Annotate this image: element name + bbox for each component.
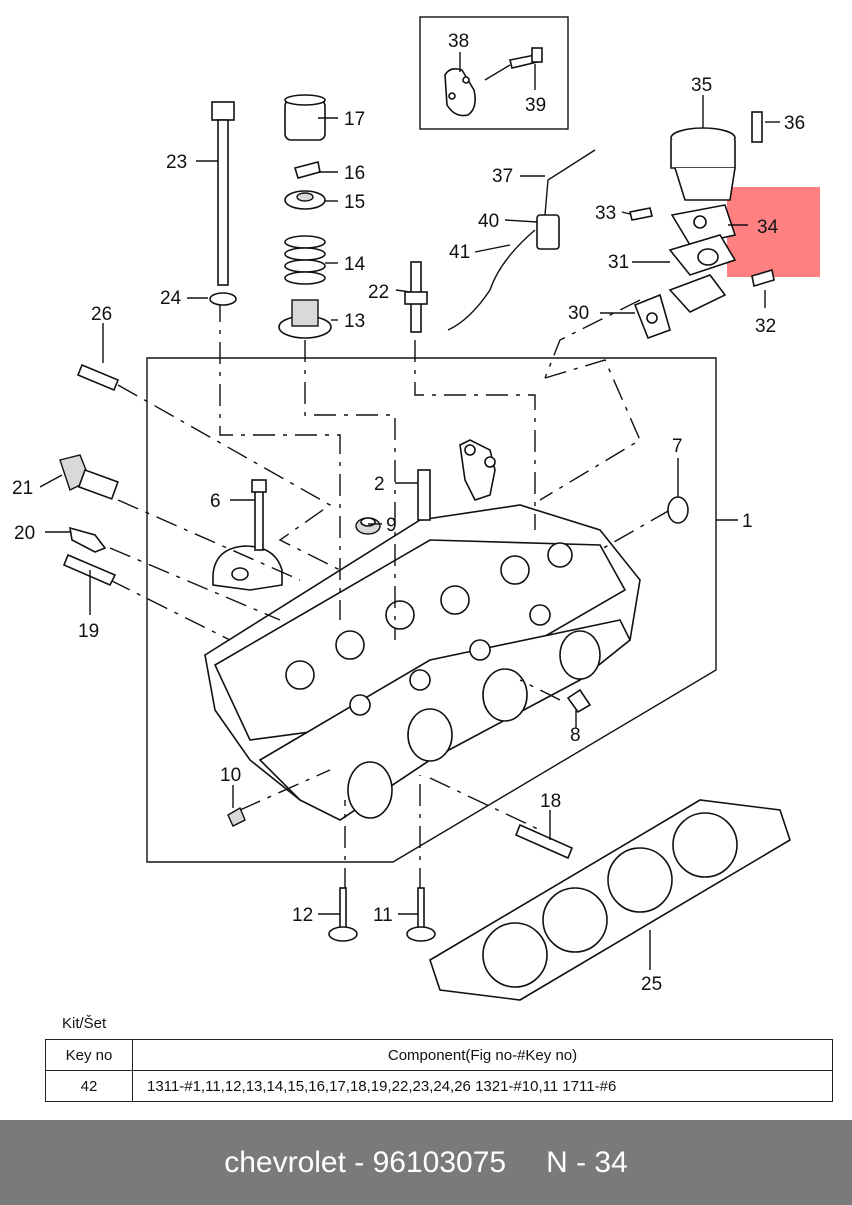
callout-7: 7 xyxy=(672,436,683,457)
callout-1: 1 xyxy=(742,511,753,532)
pipe-37 xyxy=(544,149,596,216)
callout-13: 13 xyxy=(344,311,365,332)
stud-22 xyxy=(404,261,428,333)
fitting-20 xyxy=(69,526,107,553)
dowel-26 xyxy=(76,363,120,392)
highlight-box-34 xyxy=(727,187,820,277)
kit-table-header: Key no Component(Fig no-#Key no) xyxy=(45,1039,833,1071)
callout-21: 21 xyxy=(12,478,33,499)
callout-22: 22 xyxy=(368,282,389,303)
callout-36: 36 xyxy=(784,113,805,134)
callout-31: 31 xyxy=(608,252,629,273)
cylinder-head-1 xyxy=(204,439,641,821)
sleeve-2 xyxy=(417,469,431,521)
callout-11: 11 xyxy=(373,905,393,926)
seal-9 xyxy=(355,517,381,535)
callout-35: 35 xyxy=(691,75,712,96)
tappet-17 xyxy=(284,94,326,141)
callout-14: 14 xyxy=(344,254,366,275)
callout-12: 12 xyxy=(292,905,313,926)
callout-20: 20 xyxy=(14,523,35,544)
valve-11 xyxy=(406,887,436,942)
callout-16: 16 xyxy=(344,163,365,184)
callout-15: 15 xyxy=(344,192,365,213)
callout-41: 41 xyxy=(449,242,470,263)
callout-17: 17 xyxy=(344,109,365,130)
kit-header-component: Component(Fig no-#Key no) xyxy=(132,1039,833,1071)
callout-26: 26 xyxy=(91,304,112,325)
plug-10 xyxy=(227,806,246,827)
plug-7 xyxy=(667,496,689,524)
inset-frame xyxy=(419,16,569,130)
bolt-33 xyxy=(629,207,653,221)
head-bolt-23 xyxy=(211,101,235,286)
kit-title: Kit/Šet xyxy=(62,1015,107,1032)
footer-page: N - 34 xyxy=(546,1145,628,1179)
keeper-16 xyxy=(293,161,321,179)
footer-brand-part: chevrolet - 96103075 xyxy=(224,1145,507,1179)
hose-41 xyxy=(447,229,536,331)
kit-row-key: 42 xyxy=(45,1070,133,1102)
footer-bar: chevrolet - 96103075 N - 34 xyxy=(0,1120,852,1205)
washer-24 xyxy=(209,292,237,306)
callout-37: 37 xyxy=(492,166,513,187)
callout-40: 40 xyxy=(478,211,499,232)
tube-32 xyxy=(668,268,775,313)
cylinder-head-frame xyxy=(146,357,717,863)
callout-18: 18 xyxy=(540,791,561,812)
callout-24: 24 xyxy=(160,288,182,309)
gasket-30 xyxy=(633,293,671,340)
callout-34: 34 xyxy=(757,217,779,238)
bearing-cap-6 xyxy=(212,479,283,591)
plug-8 xyxy=(566,688,592,714)
bolt-36 xyxy=(751,111,763,143)
callout-19: 19 xyxy=(78,621,99,642)
kit-table: Key no Component(Fig no-#Key no) 42 1311… xyxy=(45,1039,833,1102)
egr-valve-35 xyxy=(670,127,736,201)
solenoid-40 xyxy=(536,214,560,250)
callout-23: 23 xyxy=(166,152,187,173)
callout-30: 30 xyxy=(568,303,589,324)
kit-row-component: 1311-#1,11,12,13,14,15,16,17,18,19,22,23… xyxy=(132,1070,833,1102)
valve-12 xyxy=(328,887,358,942)
kit-header-key: Key no xyxy=(45,1039,133,1071)
callout-8: 8 xyxy=(570,725,581,746)
cylinder-head-exploded-diagram: 38 39 35 36 37 40 41 33 34 31 32 30 23 2… xyxy=(12,16,820,1001)
stud-18 xyxy=(514,823,574,860)
callout-32: 32 xyxy=(755,316,776,337)
callout-9: 9 xyxy=(386,515,397,536)
gasket-34 xyxy=(670,204,737,246)
table-row: 42 1311-#1,11,12,13,14,15,16,17,18,19,22… xyxy=(45,1070,833,1102)
seal-13 xyxy=(278,299,332,339)
cover-plate-38 xyxy=(444,68,476,117)
adapter-31 xyxy=(668,234,737,276)
callout-2: 2 xyxy=(374,474,385,495)
spring-14 xyxy=(284,235,326,285)
bolt-39 xyxy=(509,47,543,69)
callout-6: 6 xyxy=(210,491,221,512)
callout-25: 25 xyxy=(641,974,662,995)
callout-33: 33 xyxy=(595,203,616,224)
head-gasket-25 xyxy=(429,799,791,1001)
callout-38: 38 xyxy=(448,31,469,52)
sensor-21 xyxy=(59,454,119,500)
retainer-15 xyxy=(284,190,326,210)
callout-39: 39 xyxy=(525,95,546,116)
callout-10: 10 xyxy=(220,765,241,786)
